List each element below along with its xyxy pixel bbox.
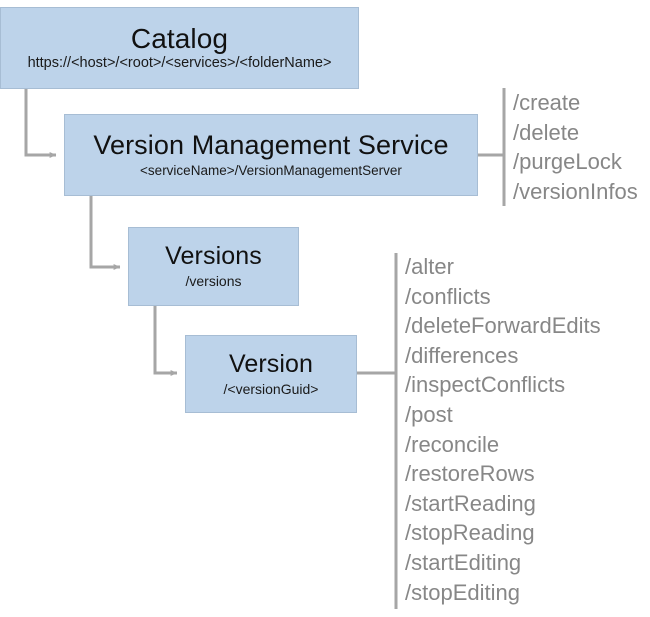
operation-item[interactable]: /startReading	[405, 490, 536, 516]
node-version-management-service-title: Version Management Service	[93, 130, 449, 161]
operation-item[interactable]: /startEditing	[405, 549, 522, 575]
operation-item[interactable]: /stopEditing	[405, 579, 520, 605]
operation-list-version-management-service: /create /delete /purgeLock /versionInfos	[513, 88, 638, 206]
node-catalog[interactable]: Catalog https://<host>/<root>/<services>…	[0, 7, 359, 89]
operation-item[interactable]: /deleteForwardEdits	[405, 313, 601, 339]
node-version-management-service-subtitle: <serviceName>/VersionManagementServer	[140, 162, 402, 178]
node-versions-subtitle: /versions	[185, 273, 242, 290]
connector-vms-to-versions	[89, 196, 121, 270]
node-version-management-service[interactable]: Version Management Service <serviceName>…	[64, 114, 478, 196]
operation-item[interactable]: /delete	[513, 119, 580, 145]
operation-item[interactable]: /restoreRows	[405, 461, 535, 487]
operation-item[interactable]: /reconcile	[405, 431, 500, 457]
operation-list-version: /alter /conflicts /deleteForwardEdits /d…	[405, 252, 601, 607]
operation-item[interactable]: /versionInfos	[513, 178, 638, 204]
operation-item[interactable]: /stopReading	[405, 520, 535, 546]
operation-item[interactable]: /create	[513, 90, 581, 115]
connector-catalog-to-vms	[24, 89, 57, 158]
operation-item[interactable]: /differences	[405, 342, 519, 368]
connector-versions-to-version	[153, 306, 178, 376]
operation-item[interactable]: /conflicts	[405, 283, 491, 309]
node-versions-title: Versions	[165, 242, 262, 271]
node-version-title: Version	[228, 349, 314, 378]
node-version[interactable]: Version /<versionGuid>	[185, 335, 357, 413]
node-catalog-title: Catalog	[130, 22, 229, 54]
operation-item[interactable]: /alter	[405, 254, 454, 279]
operation-item[interactable]: /purgeLock	[513, 149, 622, 174]
node-version-subtitle: /<versionGuid>	[223, 380, 319, 397]
operation-item[interactable]: /post	[405, 401, 453, 427]
node-versions[interactable]: Versions /versions	[128, 227, 299, 306]
node-catalog-subtitle: https://<host>/<root>/<services>/<folder…	[27, 55, 332, 72]
operation-item[interactable]: /inspectConflicts	[405, 372, 566, 398]
